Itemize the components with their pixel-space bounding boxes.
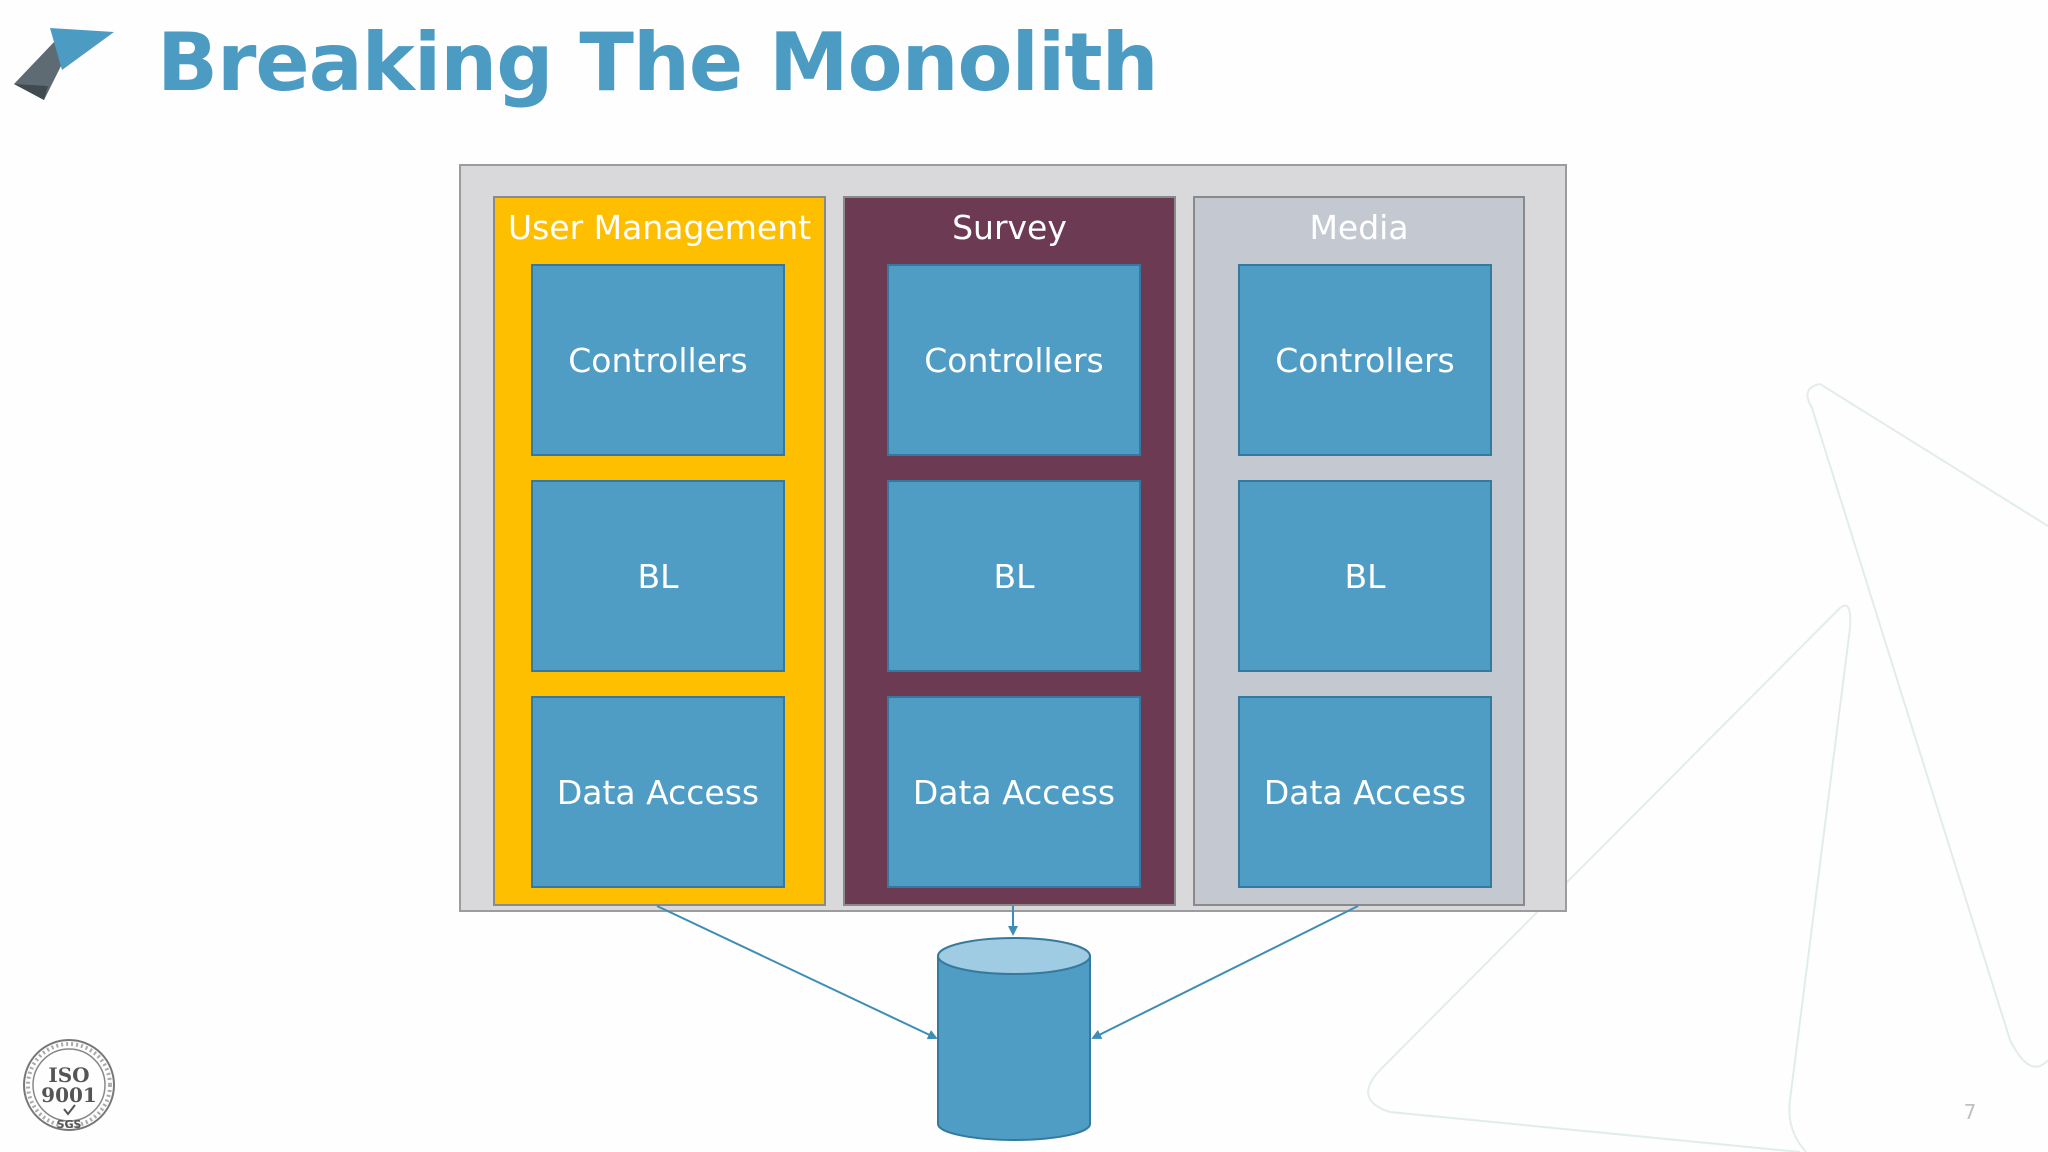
layer-bl: BL [1238, 480, 1492, 672]
iso-badge-top: ISO [48, 1063, 89, 1087]
module-title: User Management [507, 208, 812, 247]
module-user-management: User Management Controllers BL Data Acce… [493, 196, 826, 906]
company-logo-icon [14, 28, 114, 100]
layer-bl: BL [887, 480, 1141, 672]
connector-media-to-database [1091, 905, 1359, 1039]
iso-badge-footer: SGS [57, 1118, 82, 1131]
module-title: Media [1309, 208, 1409, 247]
layer-data-access: Data Access [1238, 696, 1492, 888]
module-title: Survey [952, 208, 1067, 247]
connector-user-management-to-database [656, 905, 938, 1040]
layer-controllers: Controllers [887, 264, 1141, 456]
database-cylinder-icon [937, 937, 1091, 1141]
layer-bl: BL [531, 480, 785, 672]
layer-data-access: Data Access [887, 696, 1141, 888]
layer-controllers: Controllers [531, 264, 785, 456]
module-survey: Survey Controllers BL Data Access [843, 196, 1176, 906]
slide-title: Breaking The Monolith [157, 16, 1159, 109]
module-media: Media Controllers BL Data Access [1193, 196, 1525, 906]
iso-badge-bottom: 9001 [41, 1083, 97, 1107]
layer-data-access: Data Access [531, 696, 785, 888]
layer-controllers: Controllers [1238, 264, 1492, 456]
page-number: 7 [1963, 1100, 1977, 1124]
iso-certification-seal-icon: ISO 9001 SGS [23, 1039, 115, 1131]
